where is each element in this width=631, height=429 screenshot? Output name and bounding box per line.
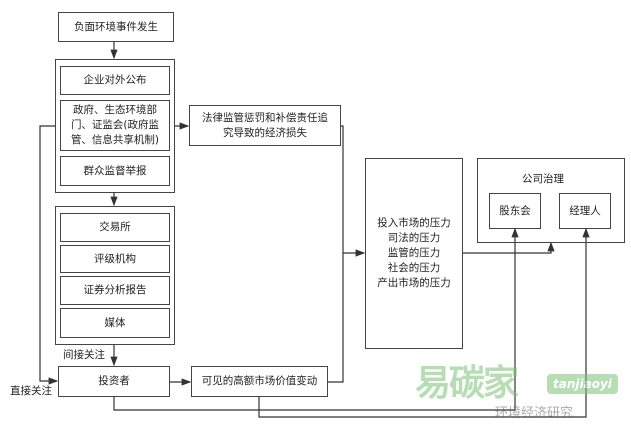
investor-box: 投资者 bbox=[58, 366, 170, 397]
disclosure-company: 企业对外公布 bbox=[60, 66, 170, 95]
arrow-direct bbox=[39, 125, 59, 385]
disclosure-public: 群众监督举报 bbox=[60, 156, 170, 186]
watermark-source: 环境经济研究 bbox=[495, 406, 574, 421]
managers-box: 经理人 bbox=[559, 193, 611, 229]
pressure-item: 社会的压力 bbox=[387, 262, 441, 274]
pressure-item: 产出市场的压力 bbox=[377, 277, 451, 289]
direct-label: 直接关注 bbox=[10, 385, 52, 397]
governance-title: 公司治理 bbox=[522, 173, 564, 185]
arrow-to-managers bbox=[258, 227, 590, 418]
intermediaries-group bbox=[55, 206, 175, 345]
intermediary-exchange: 交易所 bbox=[60, 213, 170, 242]
legal-loss-box: 法律监管惩罚和补偿责任追究导致的经济损失 bbox=[189, 105, 341, 146]
disclosure-group bbox=[55, 59, 175, 193]
line-legal-market bbox=[327, 125, 344, 383]
shareholders-box: 股东会 bbox=[489, 193, 541, 229]
intermediary-analyst: 证券分析报告 bbox=[60, 276, 170, 305]
intermediary-media: 媒体 bbox=[60, 308, 170, 338]
disclosure-government: 政府、生态环境部门、证监会(政府监管、信息共享机制) bbox=[60, 100, 170, 151]
pressure-item: 司法的压力 bbox=[387, 232, 441, 244]
arrow-to-shareholders bbox=[113, 227, 519, 411]
market-change-box: 可见的高额市场价值变动 bbox=[191, 366, 328, 397]
pressure-item: 投入市场的压力 bbox=[377, 217, 451, 229]
intermediary-rating: 评级机构 bbox=[60, 245, 170, 273]
pressure-item: 监管的压力 bbox=[387, 247, 441, 259]
pressures-box: 投入市场的压力 司法的压力 监管的压力 社会的压力 产出市场的压力 bbox=[365, 158, 463, 349]
event-box: 负面环境事件发生 bbox=[58, 12, 174, 42]
watermark-logo-text: 易碳家 bbox=[415, 363, 519, 404]
governance-group bbox=[477, 158, 625, 243]
arrow-to-governance bbox=[462, 241, 555, 254]
watermark-logo: 易碳家 tanjiaoyi 环境经济研究 bbox=[415, 364, 631, 429]
watermark-tag: tanjiaoyi bbox=[547, 374, 618, 394]
indirect-label: 间接关注 bbox=[63, 349, 105, 361]
